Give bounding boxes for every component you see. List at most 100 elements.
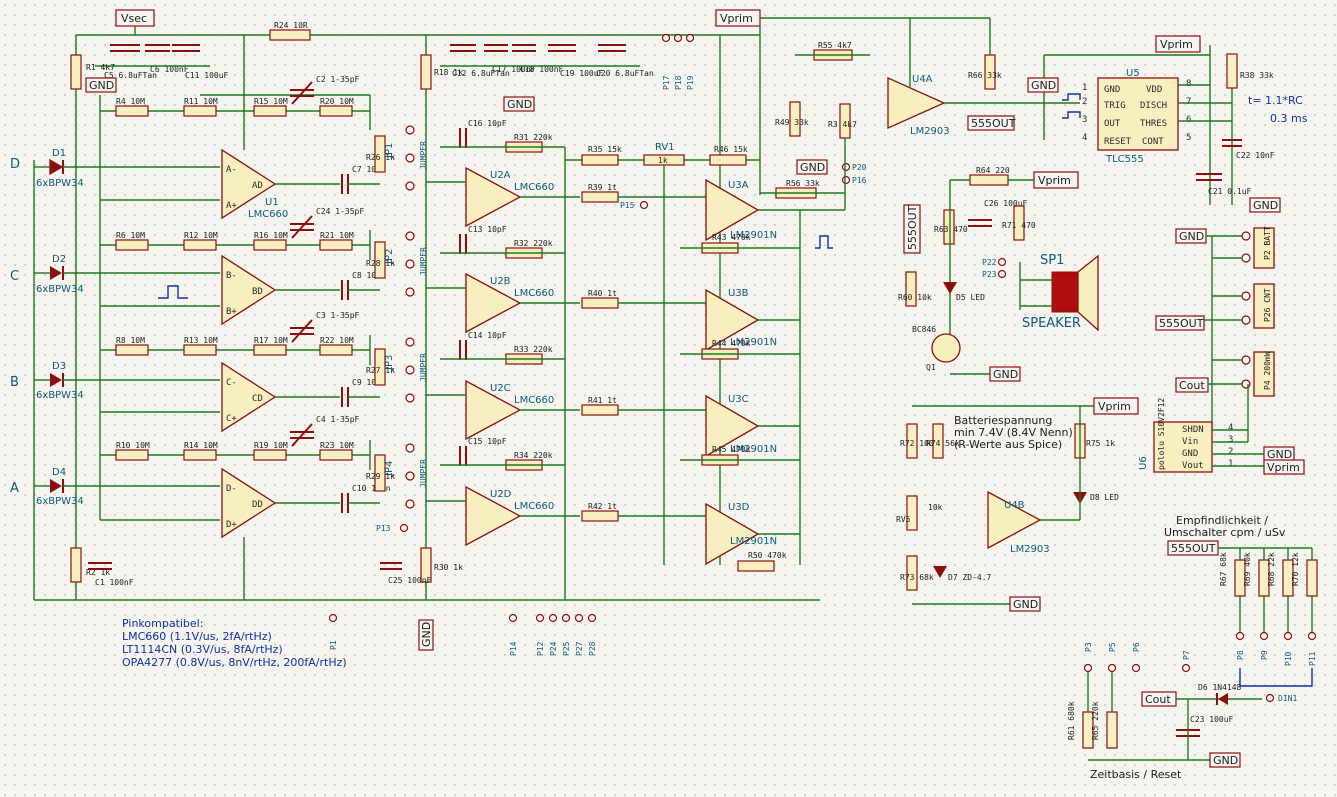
svg-text:Vin: Vin (1182, 437, 1198, 447)
svg-text:P14: P14 (509, 641, 518, 656)
svg-text:CD: CD (252, 394, 263, 404)
net-label-gnd-u4a: GND (796, 159, 828, 175)
jumper-jp4: JP4 JUMPER (384, 443, 428, 509)
u3-stage: U3A LM2901N U3B LM2901N U3C LM2901N U3D … (705, 178, 801, 566)
feedback-chain-row-1: R4 10M R11 10M R15 10M R20 10M (100, 94, 371, 130)
pulse-glyphs (158, 93, 1081, 311)
svg-text:JUMPER: JUMPER (419, 353, 428, 382)
svg-text:DD: DD (252, 500, 263, 510)
svg-text:R35 15k: R35 15k (588, 145, 622, 154)
svg-text:A+: A+ (226, 201, 237, 211)
svg-text:JP4: JP4 (384, 461, 395, 477)
svg-text:P24: P24 (549, 641, 558, 656)
svg-text:R60 10k: R60 10k (898, 293, 932, 302)
svg-text:P4 200mW: P4 200mW (1263, 351, 1272, 390)
svg-text:LM2901N: LM2901N (730, 536, 777, 547)
svg-text:R45 470k: R45 470k (712, 445, 751, 454)
svg-text:R31 220k: R31 220k (514, 133, 553, 142)
svg-text:P20: P20 (852, 163, 867, 172)
svg-text:P26 CNT: P26 CNT (1263, 288, 1272, 322)
capacitor-c1: C1 100nF (88, 562, 134, 587)
svg-text:R39 1t: R39 1t (588, 183, 617, 192)
svg-text:R3 4k7: R3 4k7 (828, 120, 857, 129)
svg-text:JP3: JP3 (384, 355, 395, 371)
photodiode-d1: D1 6xBPW34 (34, 148, 220, 189)
svg-text:Cout: Cout (1179, 379, 1205, 392)
net-label-555out-p26: 555OUT (1155, 315, 1205, 331)
svg-text:A-: A- (226, 165, 237, 175)
svg-text:LMC660: LMC660 (514, 501, 554, 512)
svg-text:R33 220k: R33 220k (514, 345, 553, 354)
net-label-555out-sensitivity: 555OUT (1167, 540, 1312, 556)
svg-text:R64 220: R64 220 (976, 166, 1010, 175)
series-resistors-1k: R26 1k R28 1k R27 1k R29 1k (366, 135, 395, 492)
svg-text:1: 1 (1228, 459, 1233, 469)
svg-text:LMC660: LMC660 (514, 395, 554, 406)
svg-text:Empfindlichkeit /: Empfindlichkeit / (1176, 514, 1268, 527)
svg-text:SPEAKER: SPEAKER (1022, 316, 1081, 331)
svg-text:C16 10pF: C16 10pF (468, 119, 507, 128)
svg-text:GND: GND (1213, 754, 1238, 767)
svg-text:LT1114CN (0.3V/us, 8fA/rtHz): LT1114CN (0.3V/us, 8fA/rtHz) (122, 643, 283, 656)
u3-hysteresis: R43 470k R44 470k R45 470k R50 470k (680, 233, 800, 572)
svg-text:Pinkompatibel:: Pinkompatibel: (122, 617, 203, 630)
svg-text:LM2903: LM2903 (1010, 544, 1050, 555)
svg-text:C-: C- (226, 378, 237, 388)
svg-text:DISCH: DISCH (1140, 101, 1167, 111)
svg-text:R26 1k: R26 1k (366, 153, 395, 162)
svg-text:LMC660: LMC660 (248, 209, 288, 220)
svg-text:R72 100k: R72 100k (900, 439, 939, 448)
jumper-jp3: JP3 JUMPER (384, 337, 428, 403)
svg-text:U3C: U3C (728, 394, 749, 405)
net-label-gnd-bottom-mid: GND (418, 619, 434, 651)
svg-text:R32 220k: R32 220k (514, 239, 553, 248)
u1-stage: A-A+ AD U1 LMC660 B-B+ BD C-C+ CD D-D+ D… (221, 35, 340, 600)
svg-text:2: 2 (1228, 447, 1233, 457)
top-supply-rail (33, 34, 820, 601)
svg-text:Vprim: Vprim (1098, 400, 1131, 413)
svg-text:LMC660: LMC660 (514, 182, 554, 193)
svg-text:C+: C+ (226, 414, 237, 424)
svg-text:OPA4277 (0.8V/us, 8nV/rtHz, 20: OPA4277 (0.8V/us, 8nV/rtHz, 200fA/rtHz) (122, 656, 347, 669)
decoupling-caps-right: C12 6.8uFTan C17 100nF C18 100nF C19 100… (440, 44, 654, 78)
svg-text:R22 10M: R22 10M (320, 336, 354, 345)
channel-b-label: B (10, 375, 19, 390)
svg-text:P27: P27 (575, 641, 584, 656)
svg-text:P23: P23 (982, 270, 997, 279)
svg-text:P8: P8 (1236, 650, 1245, 660)
resistor-r24: R24 10R (269, 21, 311, 41)
svg-text:P12: P12 (536, 641, 545, 656)
svg-text:R13 10M: R13 10M (184, 336, 218, 345)
resistor-r2: R2 1k (70, 547, 110, 583)
svg-text:JUMPER: JUMPER (419, 247, 428, 276)
svg-text:R6 10M: R6 10M (116, 231, 145, 240)
coupling-caps: C7 100n C8 100n C9 100n C10 100n (341, 165, 391, 513)
svg-text:D8 LED: D8 LED (1090, 493, 1119, 502)
svg-text:VDD: VDD (1146, 85, 1162, 95)
svg-text:555OUT: 555OUT (906, 205, 919, 250)
svg-text:R65 220k: R65 220k (1091, 701, 1100, 740)
svg-text:1k: 1k (658, 156, 668, 165)
decoupling-caps-left: C5 6.8uFTan C6 100nF C11 100uF (95, 44, 229, 80)
svg-text:P28: P28 (588, 641, 597, 656)
u2-stage: U2A LMC660 U2B LMC660 U2C LMC660 U2D LMC… (426, 166, 580, 547)
svg-text:U3D: U3D (728, 502, 750, 513)
svg-text:R15 10M: R15 10M (254, 97, 288, 106)
net-label-555out-u4a: 555OUT (967, 115, 1016, 131)
net-label-555out-speaker: 555OUT (903, 204, 921, 254)
photodiode-d2: D2 6xBPW34 (34, 254, 220, 295)
u4a-section: U4A LM2903 R55 4k7 R49 33k R3 4k7 R56 33… (760, 18, 1080, 211)
svg-text:GND: GND (1267, 448, 1292, 461)
svg-text:GND: GND (1031, 79, 1056, 92)
svg-text:U2C: U2C (490, 383, 511, 394)
net-label-vprim-u6: Vprim (1263, 459, 1305, 475)
svg-text:P6: P6 (1132, 642, 1141, 652)
svg-text:GND: GND (800, 161, 825, 174)
feedback-chain-row-2: R6 10M R12 10M R16 10M R21 10M (100, 230, 371, 260)
svg-text:THRES: THRES (1140, 119, 1167, 129)
svg-text:R38 33k: R38 33k (1240, 71, 1274, 80)
svg-text:R49 33k: R49 33k (775, 118, 809, 127)
svg-text:R43 470k: R43 470k (712, 233, 751, 242)
svg-text:P10: P10 (1284, 651, 1293, 666)
svg-text:P5: P5 (1108, 642, 1117, 652)
